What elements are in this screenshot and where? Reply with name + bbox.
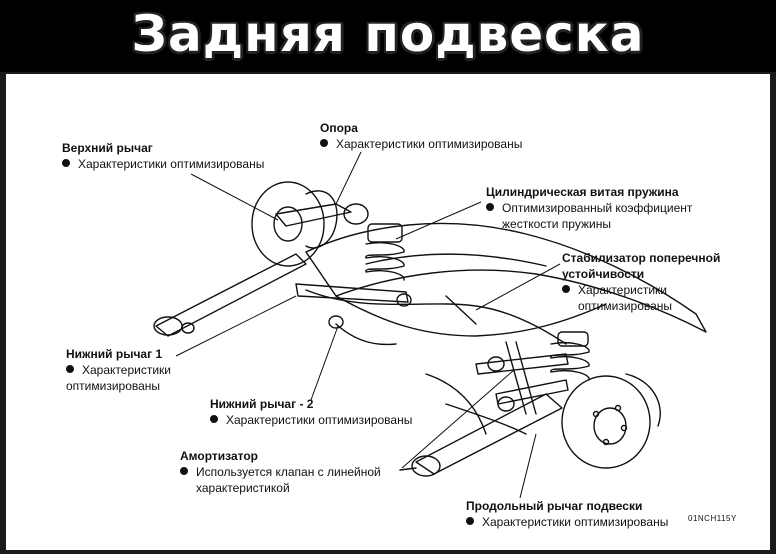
bullet-icon [486,203,494,211]
label-coil-spring-heading: Цилиндрическая витая пружина [486,185,679,199]
right-lower-arm [475,353,569,375]
leader-trailing-arm [519,433,537,499]
label-stabilizer: Стабилизатор поперечной устойчивости Хар… [562,250,720,314]
stabilizer-bar [305,289,567,345]
left-coil-spring [365,223,405,281]
leader-lower-arm-2 [310,325,339,401]
label-shock-absorber-heading: Амортизатор [180,449,258,463]
title-bar: Задняя подвеска [0,0,776,72]
label-shock-absorber: Амортизатор Используется клапан с линейн… [180,448,381,496]
label-coil-spring-line-2: жесткости пружины [502,217,611,231]
leader-upper-arm [190,173,279,221]
label-stabilizer-line-1: Характеристики [578,283,667,297]
label-lower-arm-1-heading: Нижний рычаг 1 [66,347,163,361]
bullet-icon [66,365,74,373]
left-brake-disc [251,181,325,267]
label-trailing-arm: Продольный рычаг подвески Характеристики… [466,498,668,530]
page-title: Задняя подвеска [131,5,645,63]
label-stabilizer-line-2: оптимизированы [578,299,673,313]
label-trailing-arm-line: Характеристики оптимизированы [482,515,669,529]
label-upper-arm-heading: Верхний рычаг [62,141,153,155]
right-brake-disc [561,375,651,469]
diagram-panel: Верхний рычаг Характеристики оптимизиров… [6,74,770,550]
subframe [305,222,707,333]
leader-support [335,151,362,205]
label-support-line: Характеристики оптимизированы [336,137,523,151]
label-stabilizer-heading-2: устойчивости [562,267,645,281]
subframe-lower [335,295,607,337]
label-trailing-arm-heading: Продольный рычаг подвески [466,499,643,513]
label-lower-arm-1-line-2: оптимизированы [66,379,161,393]
bullet-icon [62,159,70,167]
shock-absorber [505,341,527,415]
label-coil-spring-line-1: Оптимизированный коэффициент [502,201,693,215]
bullet-icon [320,139,328,147]
label-lower-arm-1: Нижний рычаг 1 Характеристики оптимизиро… [66,346,171,394]
label-coil-spring: Цилиндрическая витая пружина Оптимизиров… [486,184,692,232]
label-shock-absorber-line-2: характеристикой [196,481,290,495]
suspension-drawing [153,151,707,499]
label-stabilizer-heading-1: Стабилизатор поперечной [562,251,721,265]
leader-shock [401,369,515,469]
label-lower-arm-2-heading: Нижний рычаг - 2 [210,397,314,411]
label-lower-arm-2: Нижний рычаг - 2 Характеристики оптимизи… [210,396,412,428]
right-coil-spring [550,331,590,381]
leader-stabilizer [475,263,561,311]
leader-lower-arm-1 [175,295,297,357]
left-upper-arm [275,203,352,227]
bullet-icon [466,517,474,525]
label-upper-arm: Верхний рычаг Характеристики оптимизиров… [62,140,264,172]
label-shock-absorber-line-1: Используется клапан с линейной [196,465,381,479]
bullet-icon [562,285,570,293]
label-lower-arm-1-line-1: Характеристики [82,363,171,377]
bullet-icon [180,467,188,475]
label-support-heading: Опора [320,121,358,135]
label-lower-arm-2-line: Характеристики оптимизированы [226,413,413,427]
leader-coil-spring [395,201,482,240]
label-upper-arm-line: Характеристики оптимизированы [78,157,265,171]
figure-code: 01NCH115Y [688,514,737,523]
bullet-icon [210,415,218,423]
trailing-arm [415,393,563,475]
left-lower-arm-1 [155,253,307,337]
label-support: Опора Характеристики оптимизированы [320,120,522,152]
